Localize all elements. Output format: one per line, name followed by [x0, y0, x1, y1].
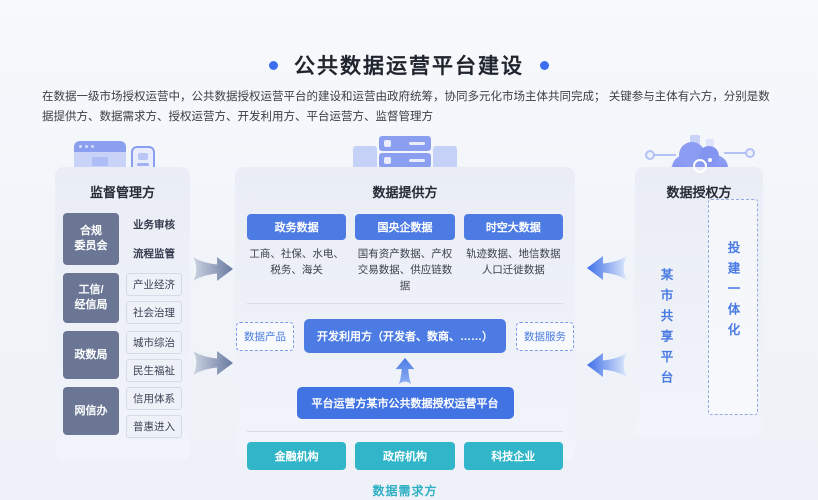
page-title-row: 公共数据运营平台建设 — [0, 50, 818, 80]
title-dot-left-icon — [269, 60, 278, 70]
arrow-up-icon — [395, 357, 415, 385]
supervision-row-industry: 工信/ 经信局 产业经济 社会治理 — [63, 273, 182, 324]
demand-box-government: 政府机构 — [355, 442, 455, 470]
integration-vertical-label: 投建一体化 — [725, 240, 740, 344]
supervision-row-cyberspace: 网信办 信用体系 普惠进入 — [63, 387, 182, 438]
supervision-item: 社会治理 — [126, 301, 182, 324]
browser-titlebar — [74, 141, 126, 152]
supervision-item: 业务审核 — [133, 219, 175, 232]
cloud-ring-dot — [708, 158, 712, 162]
developer-box: 开发利用方（开发者、数商、……） — [304, 319, 506, 353]
divider-top — [247, 303, 563, 304]
supervision-rows: 合规 委员会 业务审核 流程监管 工信/ 经信局 产业经济 社会治理 — [55, 201, 190, 438]
development-row: 数据产品 开发利用方（开发者、数商、……） 数据服务 — [235, 319, 575, 353]
supervision-item: 普惠进入 — [126, 415, 182, 438]
data-service-tag: 数据服务 — [516, 321, 574, 351]
category-header: 国央企数据 — [355, 214, 455, 240]
supervision-item: 信用体系 — [126, 387, 182, 410]
up-arrow-wrap — [235, 357, 575, 385]
intro-paragraph: 在数据一级市场授权运营中，公共数据授权运营平台的建设和运营由政府统筹，协同多元化… — [42, 91, 770, 123]
browser-image-placeholder — [92, 157, 108, 166]
data-product-tag: 数据产品 — [236, 321, 294, 351]
category-soe-data: 国央企数据 国有资产数据、产权交易数据、供应链数据 — [355, 214, 455, 294]
page-title: 公共数据运营平台建设 — [294, 55, 524, 78]
provider-categories: 政务数据 工商、社保、水电、税务、海关 国央企数据 国有资产数据、产权交易数据、… — [235, 201, 575, 294]
org-box-data-bureau: 政数局 — [63, 331, 119, 379]
category-desc: 轨迹数据、地信数据人口迁徙数据 — [466, 248, 561, 276]
category-spatiotemporal-data: 时空大数据 轨迹数据、地信数据人口迁徙数据 — [463, 214, 563, 294]
category-header: 政务数据 — [247, 214, 347, 240]
category-header: 时空大数据 — [463, 214, 563, 240]
demand-title: 数据需求方 — [372, 484, 438, 498]
org-box-cyberspace: 网信办 — [63, 387, 119, 435]
supervision-item: 民生福祉 — [126, 359, 182, 382]
arrow-right-icon — [193, 351, 233, 375]
arrow-left-icon — [587, 256, 627, 280]
arrow-right-icon — [193, 257, 233, 281]
supervision-item: 城市综治 — [126, 331, 182, 354]
provider-title: 数据提供方 — [372, 185, 438, 200]
supervision-panel: 监督管理方 合规 委员会 业务审核 流程监管 工信/ 经信局 产业经济 — [55, 167, 190, 460]
category-desc: 国有资产数据、产权交易数据、供应链数据 — [357, 248, 453, 292]
platform-operator-box: 平台运营方某市公共数据授权运营平台 — [296, 387, 514, 419]
org-box-industry: 工信/ 经信局 — [63, 273, 119, 323]
category-government-data: 政务数据 工商、社保、水电、税务、海关 — [247, 214, 347, 294]
share-platform-vertical-label: 某市共享平台 — [658, 267, 673, 391]
category-desc: 工商、社保、水电、税务、海关 — [249, 248, 344, 276]
provider-panel: 数据提供方 政务数据 工商、社保、水电、税务、海关 国央企数据 国有资产数据、产… — [235, 167, 575, 498]
authorizer-title: 数据授权方 — [666, 185, 732, 200]
divider-bottom — [247, 431, 563, 432]
supervision-row-compliance: 合规 委员会 业务审核 流程监管 — [63, 213, 182, 265]
supervision-row-data-bureau: 政数局 城市综治 民生福祉 — [63, 331, 182, 382]
demand-box-tech: 科技企业 — [463, 442, 563, 470]
integration-dashed-box: 投建一体化 — [708, 199, 758, 415]
demand-row: 金融机构 政府机构 科技企业 — [235, 432, 575, 470]
title-dot-right-icon — [540, 60, 549, 70]
demand-box-finance: 金融机构 — [247, 442, 347, 470]
authorizer-panel: 数据授权方 某市共享平台 投建一体化 — [635, 167, 763, 437]
authorizer-body: 某市共享平台 投建一体化 — [635, 199, 763, 431]
supervision-title: 监督管理方 — [89, 185, 155, 200]
cloud-ring-glyph — [693, 159, 707, 173]
arrow-left-icon — [587, 353, 627, 377]
supervision-item: 产业经济 — [126, 273, 182, 296]
supervision-item: 流程监管 — [133, 247, 175, 260]
org-box-compliance: 合规 委员会 — [63, 213, 119, 265]
